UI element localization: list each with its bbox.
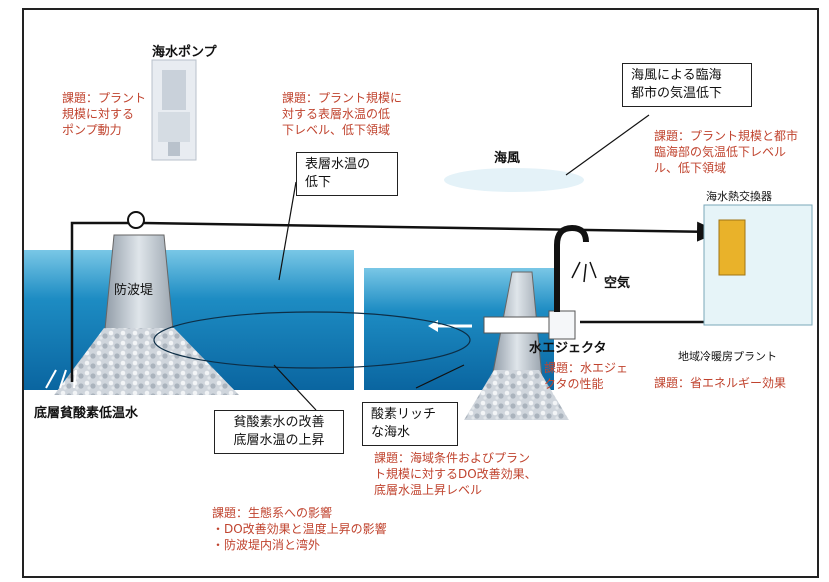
bottom-water-label: 底層貧酸素低温水 (34, 406, 139, 421)
issue-ejector: 課題：水エジェ クタの性能 (544, 361, 629, 391)
pump-title: 海水ポンプ (152, 45, 217, 60)
rubble-left (54, 328, 239, 395)
ejector-nozzle (483, 316, 555, 334)
main-pipe-top (143, 221, 720, 242)
callout-oxygen-rich: 酸素リッチ な海水 (362, 402, 458, 446)
heat-exchanger-core (718, 219, 746, 276)
rubble-right (464, 370, 569, 420)
issue-do-effect: 課題：海域条件およびプラン ト規模に対するDO改善効果、 底層水温上昇レベル (374, 451, 537, 497)
ejector-label: 水エジェクタ (529, 341, 607, 356)
cooling-plant-label: 地域冷暖房プラント (678, 350, 777, 363)
callout-sea-breeze: 海風による臨海 都市の気温低下 (622, 63, 752, 107)
callout-surface-temp: 表層水温の 低下 (296, 152, 398, 196)
issue-energy: 課題：省エネルギー効果 (654, 376, 787, 390)
air-intake-pipe (554, 224, 589, 312)
issue-urban: 課題：プラント規模と都市 臨海部の気温低下レベル ル、低下領域 (654, 129, 799, 175)
callout-lines (273, 114, 650, 411)
diagram-frame: 海水ポンプ 課題：プラント 規模に対する ポンプ動力 課題：プラント規模に 対す… (22, 8, 819, 578)
ejector-body (548, 310, 576, 340)
seawater-pump-icon (151, 59, 197, 161)
air-label: 空気 (604, 276, 631, 291)
issue-pump: 課題：プラント 規模に対する ポンプ動力 (62, 91, 147, 137)
issue-surface: 課題：プラント規模に 対する表層水温の低 下レベル、低下領域 (282, 91, 403, 137)
heat-exchanger-label: 海水熱交換器 (706, 190, 772, 203)
callout-anoxic: 貧酸素水の改善 底層水温の上昇 (214, 410, 344, 454)
intake-arrows (45, 369, 77, 389)
main-pipe (70, 221, 128, 382)
pump-joint-icon (127, 211, 145, 229)
breakwater-label: 防波堤 (114, 283, 154, 298)
circulation-ellipse (153, 311, 471, 369)
sea-breeze-cloud (444, 168, 584, 192)
sea-breeze-label: 海風 (494, 151, 521, 166)
issue-ecosystem: 課題：生態系への影響 ・DO改善効果と温度上昇の影響 ・防波堤内消と湾外 (212, 506, 387, 552)
diagram-canvas (24, 59, 813, 420)
air-arrows (571, 261, 597, 283)
